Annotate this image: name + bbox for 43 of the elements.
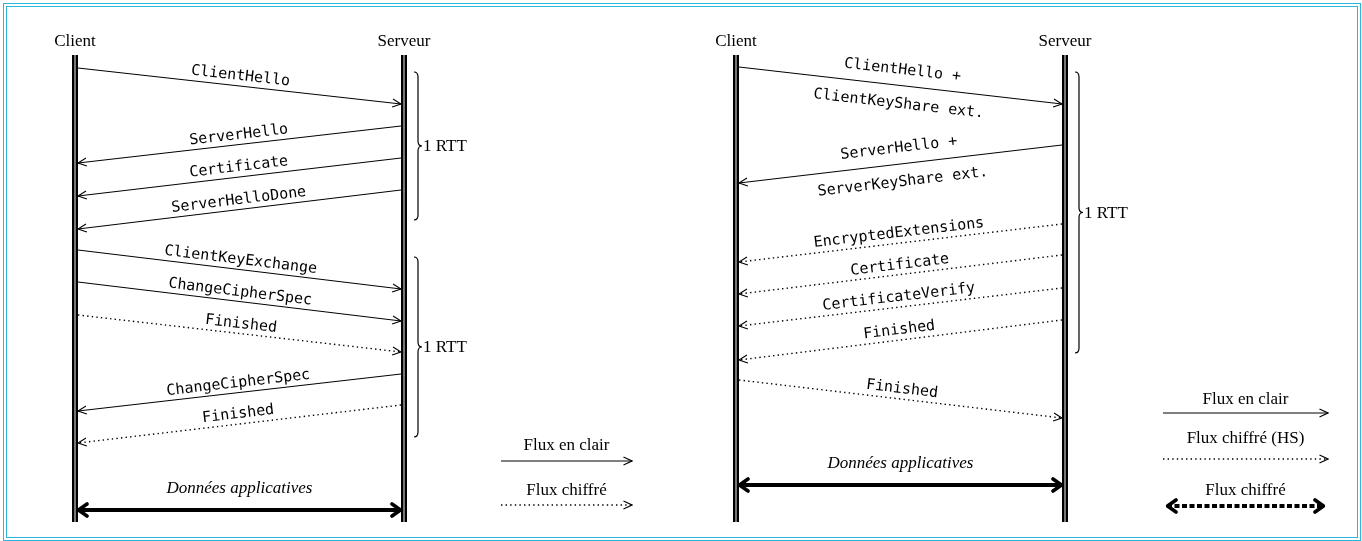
- message-label: Données applicatives: [827, 453, 974, 473]
- message-label: Finished: [203, 309, 278, 336]
- dotted-arrow: [738, 379, 1063, 422]
- legend-label: Flux en clair: [1201, 389, 1290, 409]
- dotted-arrow: [738, 223, 1063, 266]
- arrow: [738, 144, 1063, 187]
- arrow: [77, 189, 402, 233]
- message-label: Finished: [201, 399, 276, 427]
- legend-label: Flux chiffré: [1204, 480, 1287, 500]
- lifeline-title: Serveur: [1038, 31, 1092, 51]
- message-label: Données applicatives: [166, 478, 313, 498]
- arrow: [77, 281, 402, 325]
- message-label: ServerHello + ServerKeyShare ext.: [815, 130, 990, 202]
- message-label: Certificate: [848, 248, 950, 279]
- rtt-label: 1 RTT: [1084, 202, 1128, 223]
- dotted-arrow: [738, 319, 1063, 364]
- message-label: ClientHello: [190, 60, 292, 90]
- dotted-arrow: [738, 287, 1063, 330]
- lifeline-title: Serveur: [377, 31, 431, 51]
- arrow: [77, 373, 402, 415]
- message-label: Finished: [862, 315, 937, 343]
- lifeline-title: Client: [54, 31, 96, 51]
- dotted-arrow: [738, 254, 1063, 298]
- arrow: [77, 125, 402, 167]
- rtt-label: 1 RTT: [423, 136, 467, 156]
- arrow: [77, 249, 402, 293]
- lifeline-title: Client: [715, 31, 757, 51]
- dotted-arrow: [77, 404, 402, 447]
- arrow: [738, 66, 1063, 108]
- message-label: ServerHello: [188, 118, 289, 149]
- message-label: ChangeCipherSpec: [165, 364, 311, 399]
- dotted-arrow: [77, 314, 402, 356]
- legend-label: Flux en clair: [522, 435, 611, 455]
- rtt-label: 1 RTT: [423, 337, 467, 357]
- double-arrow: [737, 477, 1064, 493]
- message-label: Certificate: [188, 151, 289, 181]
- legend-label: Flux chiffré: [525, 480, 608, 500]
- arrow: [77, 157, 402, 200]
- double-arrow: [76, 502, 403, 518]
- message-label: Finished: [865, 374, 939, 402]
- message-label: ServerHelloDone: [170, 181, 307, 216]
- legend-label: Flux chiffré (HS): [1185, 428, 1306, 448]
- arrow: [77, 67, 402, 108]
